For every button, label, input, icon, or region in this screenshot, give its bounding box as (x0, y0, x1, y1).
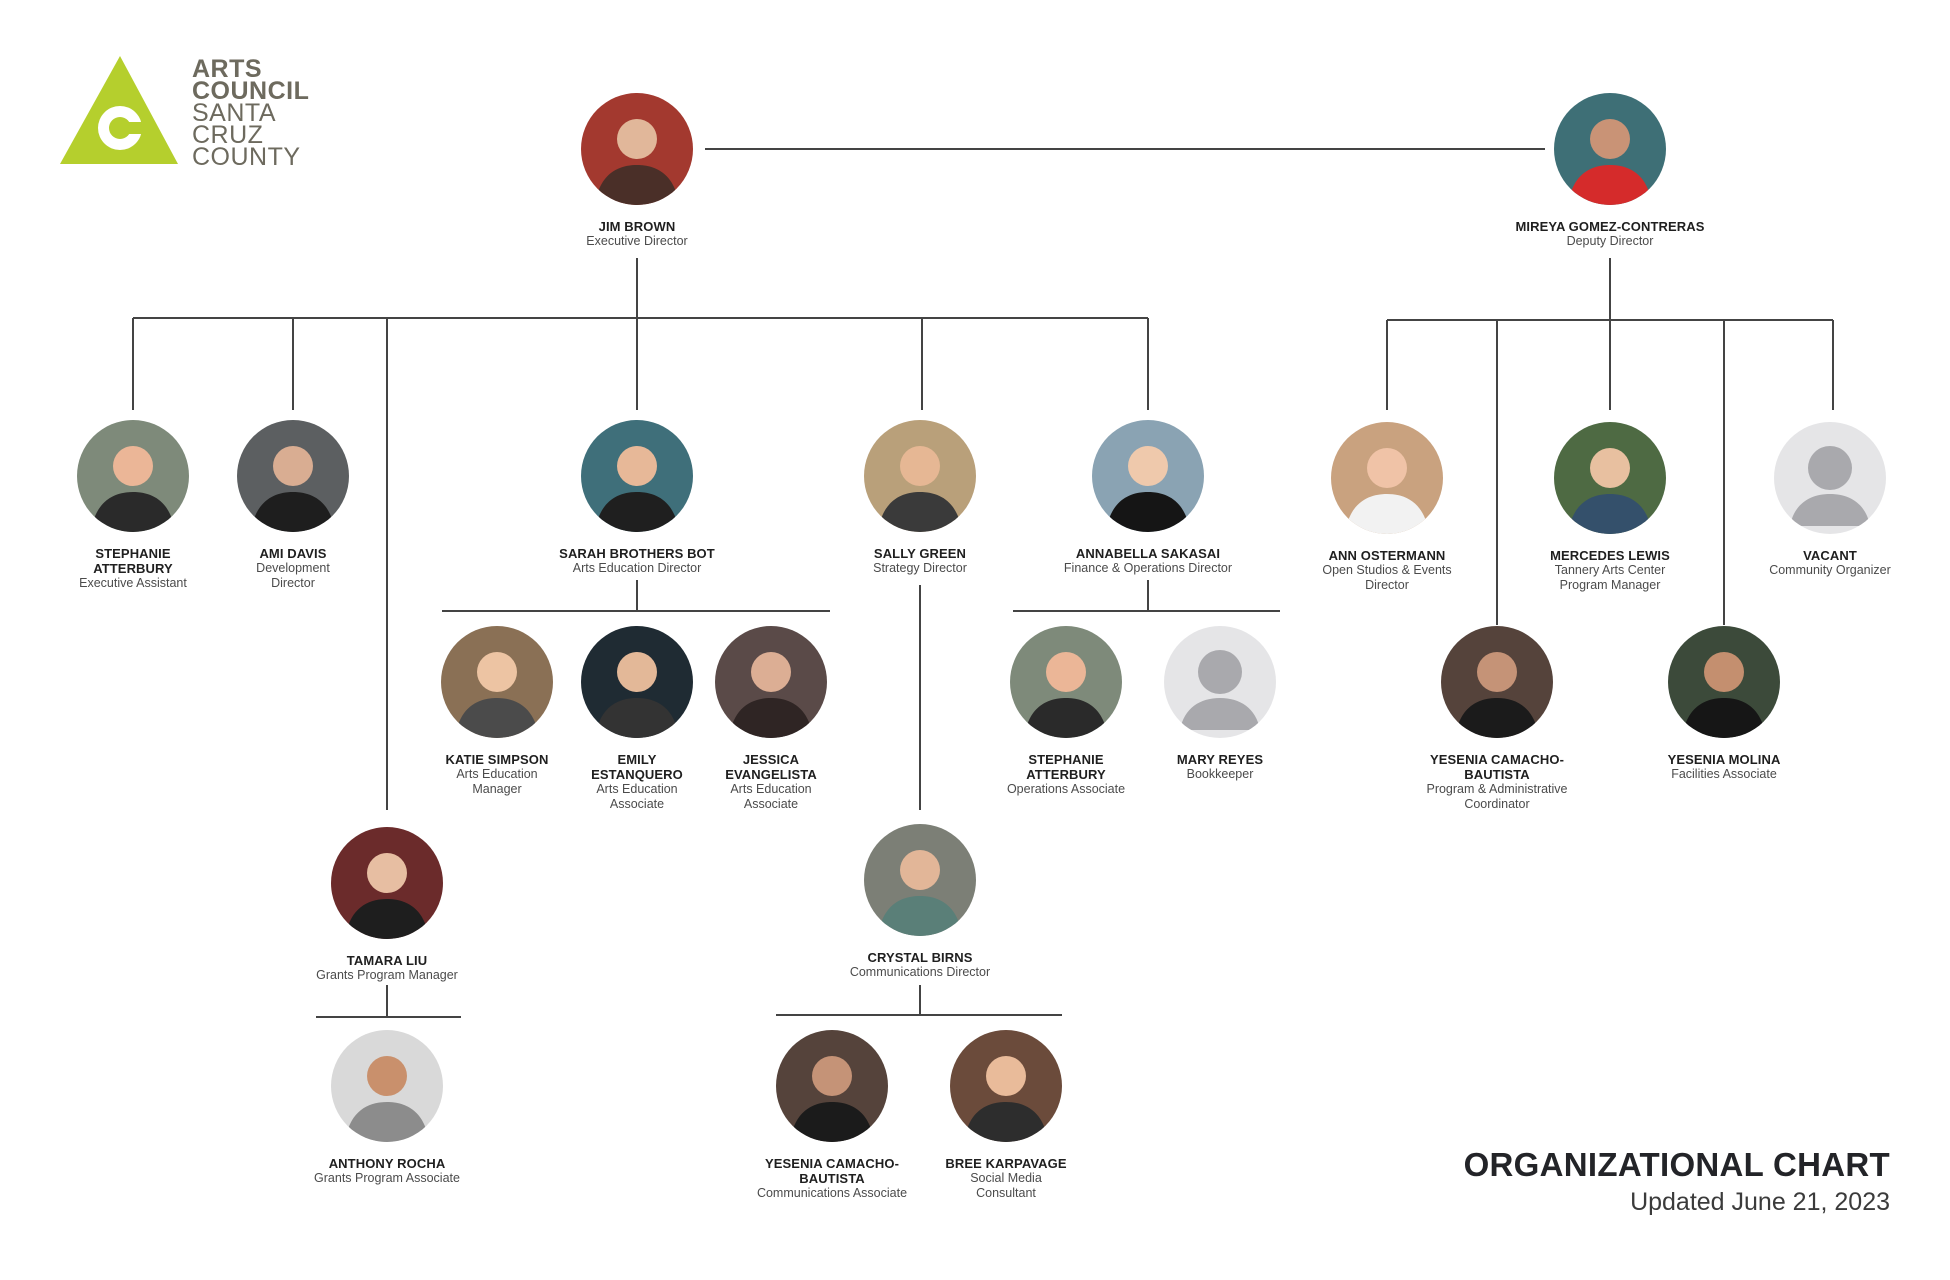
person-name: SARAH BROTHERS BOT (559, 546, 715, 561)
person-name: ANNABELLA SAKASAI (1075, 546, 1221, 561)
person-name: JESSICA EVANGELISTA (725, 752, 817, 782)
person-role: Operations Associate (1006, 782, 1126, 796)
node-stephanie-atterbury-2: STEPHANIE ATTERBURY Operations Associate (1001, 626, 1131, 797)
logo-word-2: COUNCIL (192, 77, 310, 105)
person-name: JIM BROWN (598, 219, 676, 234)
person-role: Strategy Director (873, 561, 967, 575)
person-name: KATIE SIMPSON (445, 752, 549, 767)
placeholder-silhouette-icon (1164, 626, 1276, 738)
node-yesenia-camacho-bautista: YESENIA CAMACHO-BAUTISTA Program & Admin… (1417, 626, 1577, 812)
person-role: Facilities Associate (1671, 767, 1777, 781)
person-name: BREE KARPAVAGE (945, 1156, 1067, 1171)
avatar-photo (581, 93, 693, 205)
node-crystal-birns: CRYSTAL BIRNS Communications Director (840, 824, 1000, 980)
person-name: ANTHONY ROCHA (328, 1156, 446, 1171)
person-role: Communications Associate (756, 1186, 908, 1200)
person-role: Development Director (256, 561, 330, 590)
node-sally-green: SALLY GREEN Strategy Director (850, 420, 990, 576)
person-name: STEPHANIE ATTERBURY (93, 546, 173, 576)
node-stephanie-atterbury: STEPHANIE ATTERBURY Executive Assistant (73, 420, 193, 591)
node-ann-ostermann: ANN OSTERMANN Open Studios & Events Dire… (1317, 422, 1457, 593)
avatar-photo (715, 626, 827, 738)
chart-title: ORGANIZATIONAL CHART (1463, 1146, 1890, 1183)
avatar-photo (1441, 626, 1553, 738)
person-name: STEPHANIE ATTERBURY (1026, 752, 1106, 782)
avatar-photo (77, 420, 189, 532)
node-jessica-evangelista: JESSICA EVANGELISTA Arts Education Assoc… (711, 626, 831, 812)
node-bree-karpavage: BREE KARPAVAGE Social Media Consultant (941, 1030, 1071, 1201)
node-mireya-gomez-contreras: MIREYA GOMEZ-CONTRERAS Deputy Director (1500, 93, 1720, 249)
node-katie-simpson: KATIE SIMPSON Arts Education Manager (437, 626, 557, 797)
node-ami-davis: AMI DAVIS Development Director (233, 420, 353, 591)
person-role: Executive Assistant (79, 576, 187, 590)
avatar-photo (950, 1030, 1062, 1142)
person-role: Arts Education Associate (730, 782, 812, 811)
person-name: MERCEDES LEWIS (1550, 548, 1670, 563)
person-name: VACANT (1803, 548, 1857, 563)
avatar-photo (1010, 626, 1122, 738)
logo-wordmark: ARTS COUNCIL SANTA CRUZ COUNTY (192, 55, 310, 171)
node-emily-estanquero: EMILY ESTANQUERO Arts Education Associat… (577, 626, 697, 812)
logo-word-5: COUNTY (192, 143, 301, 171)
node-mercedes-lewis: MERCEDES LEWIS Tannery Arts Center Progr… (1535, 422, 1685, 593)
person-name: EMILY ESTANQUERO (591, 752, 683, 782)
person-name: YESENIA CAMACHO-BAUTISTA (1429, 752, 1564, 782)
logo-word-1: ARTS (192, 55, 263, 83)
logo-word-3: SANTA (192, 99, 276, 127)
avatar-photo (1554, 93, 1666, 205)
avatar-photo (581, 626, 693, 738)
person-role: Arts Education Director (572, 561, 702, 575)
avatar-photo (581, 420, 693, 532)
person-role: Open Studios & Events Director (1322, 563, 1452, 592)
person-name: SALLY GREEN (873, 546, 967, 561)
person-role: Communications Director (849, 965, 991, 979)
arts-council-logo (60, 56, 178, 164)
person-name: YESENIA CAMACHO-BAUTISTA (764, 1156, 899, 1186)
person-name: YESENIA MOLINA (1667, 752, 1781, 767)
avatar-photo (1554, 422, 1666, 534)
person-role: Grants Program Manager (316, 968, 458, 982)
person-name: MARY REYES (1176, 752, 1264, 767)
person-role: Tannery Arts Center Program Manager (1554, 563, 1666, 592)
avatar-photo (331, 1030, 443, 1142)
person-role: Finance & Operations Director (1063, 561, 1233, 575)
person-role: Program & Administrative Coordinator (1426, 782, 1568, 811)
person-role: Social Media Consultant (970, 1171, 1042, 1200)
person-role: Bookkeeper (1186, 767, 1254, 781)
avatar-photo (864, 824, 976, 936)
person-role: Community Organizer (1769, 563, 1891, 577)
person-role: Arts Education Manager (456, 767, 538, 796)
node-vacant: VACANT Community Organizer (1760, 422, 1900, 578)
person-role: Deputy Director (1566, 234, 1654, 248)
person-role: Executive Director (586, 234, 688, 248)
person-name: ANN OSTERMANN (1328, 548, 1446, 563)
person-role: Arts Education Associate (596, 782, 678, 811)
avatar-photo (1092, 420, 1204, 532)
avatar-photo (441, 626, 553, 738)
node-jim-brown: JIM BROWN Executive Director (567, 93, 707, 249)
avatar-photo (331, 827, 443, 939)
avatar-photo (1331, 422, 1443, 534)
person-name: AMI DAVIS (259, 546, 327, 561)
avatar-photo (776, 1030, 888, 1142)
logo-word-4: CRUZ (192, 121, 264, 149)
node-anthony-rocha: ANTHONY ROCHA Grants Program Associate (307, 1030, 467, 1186)
node-tamara-liu: TAMARA LIU Grants Program Manager (307, 827, 467, 983)
node-mary-reyes: MARY REYES Bookkeeper (1160, 626, 1280, 782)
person-name: CRYSTAL BIRNS (867, 950, 973, 965)
avatar-photo (864, 420, 976, 532)
node-yesenia-molina: YESENIA MOLINA Facilities Associate (1654, 626, 1794, 782)
chart-updated-date: Updated June 21, 2023 (1630, 1188, 1890, 1216)
person-name: TAMARA LIU (346, 953, 428, 968)
node-yesenia-camacho-bautista-2: YESENIA CAMACHO-BAUTISTA Communications … (752, 1030, 912, 1201)
person-role: Grants Program Associate (314, 1171, 460, 1185)
node-sarah-brothers-bot: SARAH BROTHERS BOT Arts Education Direct… (537, 420, 737, 576)
placeholder-silhouette-icon (1774, 422, 1886, 534)
avatar-photo (1668, 626, 1780, 738)
person-name: MIREYA GOMEZ-CONTRERAS (1515, 219, 1705, 234)
avatar-photo (237, 420, 349, 532)
node-annabella-sakasai: ANNABELLA SAKASAI Finance & Operations D… (1048, 420, 1248, 576)
